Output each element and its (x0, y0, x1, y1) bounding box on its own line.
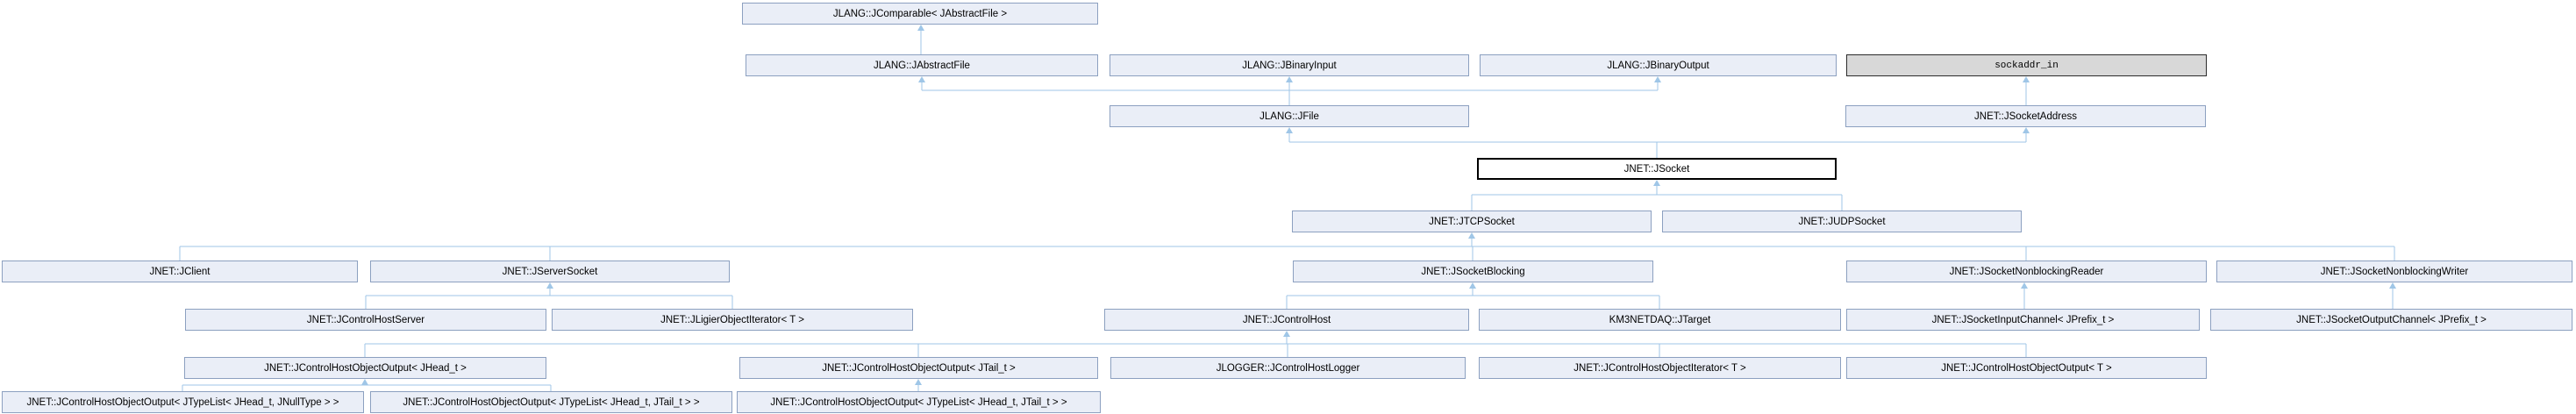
class-node-jlang-jbinaryoutput[interactable]: JLANG::JBinaryOutput (1480, 54, 1837, 76)
class-node-jlang-jfile[interactable]: JLANG::JFile (1110, 105, 1469, 127)
class-node-jlang-jbinaryinput[interactable]: JLANG::JBinaryInput (1110, 54, 1469, 76)
class-node-jnet-jsocketnonblockingreader[interactable]: JNET::JSocketNonblockingReader (1846, 261, 2207, 282)
class-node-jnet-jserversocket[interactable]: JNET::JServerSocket (370, 261, 730, 282)
class-node-jnet-jsocketblocking[interactable]: JNET::JSocketBlocking (1293, 261, 1653, 282)
inheritance-arrowhead-icon (2389, 282, 2396, 289)
class-node-jnet-jcontrolhostobjectoutput-typelist-jtail-1[interactable]: JNET::JControlHostObjectOutput< JTypeLis… (370, 391, 732, 413)
class-node-jlang-jabstractfile[interactable]: JLANG::JAbstractFile (746, 54, 1098, 76)
inheritance-arrowhead-icon (2021, 282, 2028, 289)
inheritance-arrowhead-icon (1286, 127, 1293, 133)
class-node-km3netdaq-jtarget[interactable]: KM3NETDAQ::JTarget (1479, 309, 1841, 331)
inheritance-arrowhead-icon (1653, 180, 1660, 186)
class-node-jnet-jsocketaddress[interactable]: JNET::JSocketAddress (1845, 105, 2206, 127)
class-node-jlogger-jcontrolhostlogger[interactable]: JLOGGER::JControlHostLogger (1110, 357, 1466, 379)
inheritance-arrowhead-icon (1283, 331, 1290, 337)
inheritance-arrowhead-icon (917, 25, 924, 31)
class-node-jnet-jligierobjectiterator-t[interactable]: JNET::JLigierObjectIterator< T > (552, 309, 913, 331)
class-node-jnet-jcontrolhostobjectoutput-t[interactable]: JNET::JControlHostObjectOutput< T > (1846, 357, 2207, 379)
class-node-jnet-jsocket: JNET::JSocket (1477, 158, 1837, 180)
inheritance-arrowhead-icon (2023, 127, 2030, 133)
class-node-jnet-jcontrolhostobjectoutput-jhead[interactable]: JNET::JControlHostObjectOutput< JHead_t … (184, 357, 546, 379)
class-node-jnet-jcontrolhostobjectoutput-jtail[interactable]: JNET::JControlHostObjectOutput< JTail_t … (739, 357, 1098, 379)
class-node-jnet-jcontrolhostserver[interactable]: JNET::JControlHostServer (185, 309, 546, 331)
class-node-jnet-jcontrolhostobjectoutput-typelist-jnulltype[interactable]: JNET::JControlHostObjectOutput< JTypeLis… (2, 391, 364, 413)
inheritance-arrowhead-icon (918, 76, 925, 82)
class-node-jnet-jsocketnonblockingwriter[interactable]: JNET::JSocketNonblockingWriter (2216, 261, 2572, 282)
class-node-sockaddr-in: sockaddr_in (1846, 54, 2207, 76)
inheritance-arrowhead-icon (546, 282, 553, 289)
inheritance-arrowhead-icon (2023, 76, 2030, 82)
inheritance-arrowhead-icon (915, 379, 922, 385)
inheritance-arrowhead-icon (1468, 232, 1475, 239)
inheritance-arrowhead-icon (361, 379, 368, 385)
class-node-jnet-jsocketinputchannel-jprefix[interactable]: JNET::JSocketInputChannel< JPrefix_t > (1846, 309, 2200, 331)
class-node-jnet-jcontrolhostobjectiterator-t[interactable]: JNET::JControlHostObjectIterator< T > (1479, 357, 1841, 379)
class-node-jnet-jtcpsocket[interactable]: JNET::JTCPSocket (1292, 211, 1652, 232)
class-node-jnet-jcontrolhost[interactable]: JNET::JControlHost (1104, 309, 1469, 331)
class-node-jnet-jclient[interactable]: JNET::JClient (2, 261, 358, 282)
inheritance-arrowhead-icon (1654, 76, 1661, 82)
class-node-jnet-judpsocket[interactable]: JNET::JUDPSocket (1662, 211, 2022, 232)
inheritance-arrowhead-icon (1469, 282, 1476, 289)
inheritance-arrowhead-icon (1286, 76, 1293, 82)
class-node-jlang-jcomparable-jabstractfile[interactable]: JLANG::JComparable< JAbstractFile > (742, 3, 1098, 25)
class-node-jnet-jsocketoutputchannel-jprefix[interactable]: JNET::JSocketOutputChannel< JPrefix_t > (2210, 309, 2572, 331)
class-node-jnet-jcontrolhostobjectoutput-typelist-jtail-2[interactable]: JNET::JControlHostObjectOutput< JTypeLis… (737, 391, 1101, 413)
